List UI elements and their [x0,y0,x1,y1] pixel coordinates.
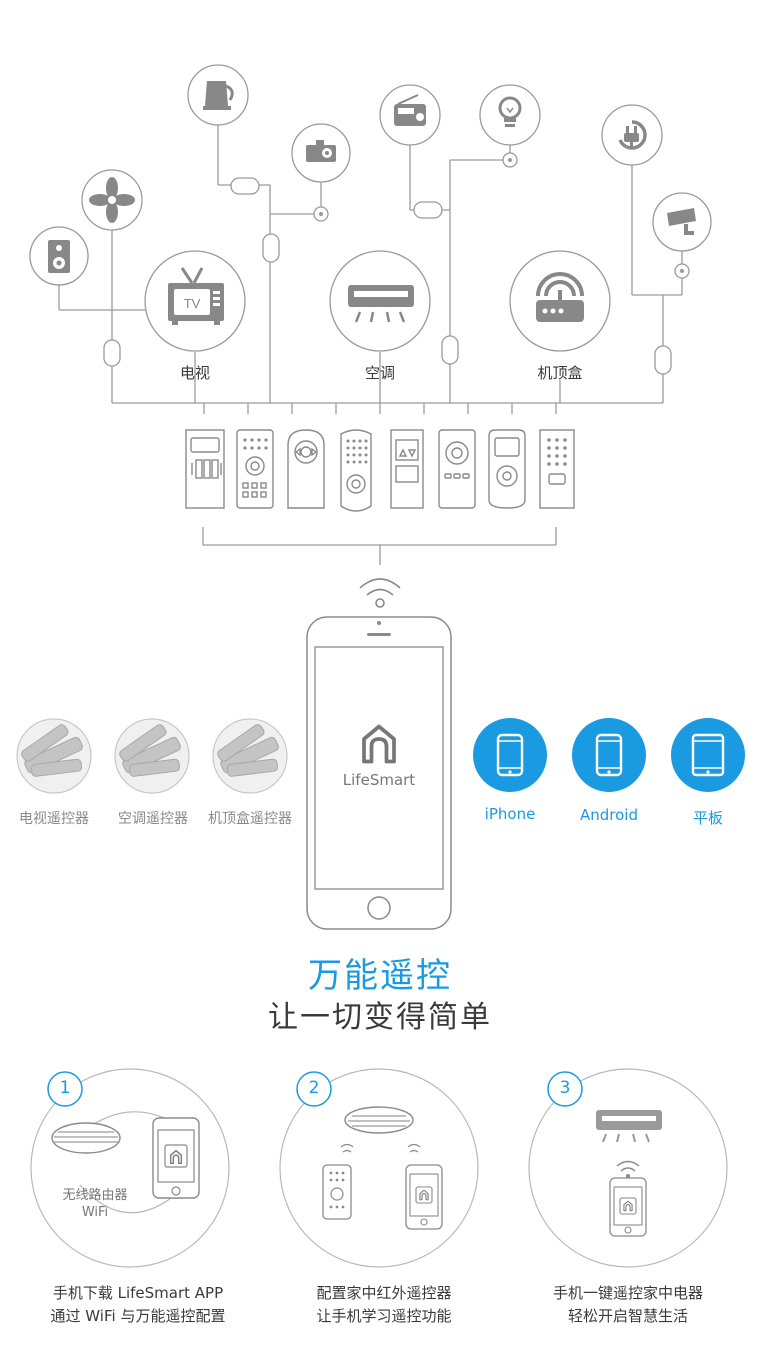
remote-4 [340,429,372,512]
step-1-illustration [30,1068,230,1268]
router-label-line1: 无线路由器 [62,1188,128,1203]
remote-ticks [203,403,557,414]
iphone-icon [473,718,547,792]
stb-remote-illustration [212,718,288,794]
step-2-number: 2 [308,1078,320,1098]
android-icon [572,718,646,792]
fan-icon [81,169,143,231]
remote-2 [236,429,274,509]
remote-1 [185,429,225,509]
speaker-icon [29,226,89,286]
tablet-label: 平板 [692,809,723,827]
connectors [103,152,690,375]
router-label: 无线路由器 WiFi [50,1187,140,1221]
ac-label: 空调 [364,364,395,382]
step-1-line1: 手机下载 LifeSmart APP [52,1284,224,1302]
svg-text:TV: TV [184,296,201,311]
power-plug-icon [601,104,663,166]
step-1-number: 1 [59,1078,71,1098]
tv-remote-illustration [16,718,92,794]
remote-illustrations-left [16,718,288,794]
wifi-signal-icon [359,578,401,608]
step-2-line1: 配置家中红外遥控器 [316,1284,452,1302]
android-label: Android [580,806,638,824]
stb-label: 机顶盒 [537,364,583,382]
remote-3 [287,429,325,509]
kettle-icon [187,64,249,126]
remote-7 [488,429,526,509]
projector-icon [291,123,351,183]
set-top-box-icon [509,250,611,352]
lightbulb-icon [479,84,541,146]
radio-icon [379,84,441,146]
remote-row [185,429,575,512]
step-2-illustration [279,1068,479,1268]
remote-6 [438,429,476,509]
step-1-caption: 手机下载 LifeSmart APP 通过 WiFi 与万能遥控配置 [0,1282,288,1328]
step-1-line2: 通过 WiFi 与万能遥控配置 [50,1307,226,1325]
step-3-caption: 手机一键遥控家中电器 轻松开启智慧生活 [478,1282,760,1328]
step-3-line2: 轻松开启智慧生活 [567,1307,688,1325]
tablet-icon [671,718,745,792]
step-3-number: 3 [559,1078,571,1098]
camera-icon [652,192,712,252]
air-conditioner-icon [329,250,431,352]
ac-remote-illustration [114,718,190,794]
smartphone [306,616,452,930]
remote-5 [390,429,424,509]
platform-icons [473,718,745,792]
headline-title: 万能遥控 [308,956,452,996]
router-label-line2: WiFi [81,1205,109,1220]
stb-remote-label: 机顶盒遥控器 [208,811,292,827]
tv-remote-label: 电视遥控器 [19,811,89,827]
tv-icon: TV [144,250,246,352]
headline-subtitle: 让一切变得简单 [268,1000,492,1035]
remote-8 [539,429,575,509]
step-2-line2: 让手机学习遥控功能 [316,1307,452,1325]
step-3-illustration [528,1068,728,1268]
tv-label: 电视 [179,364,210,382]
phone-brand: LifeSmart [342,771,416,789]
ac-remote-label: 空调遥控器 [118,811,188,827]
step-3-line1: 手机一键遥控家中电器 [552,1284,703,1302]
iphone-label: iPhone [484,805,536,823]
step-2-caption: 配置家中红外遥控器 让手机学习遥控功能 [234,1282,534,1328]
